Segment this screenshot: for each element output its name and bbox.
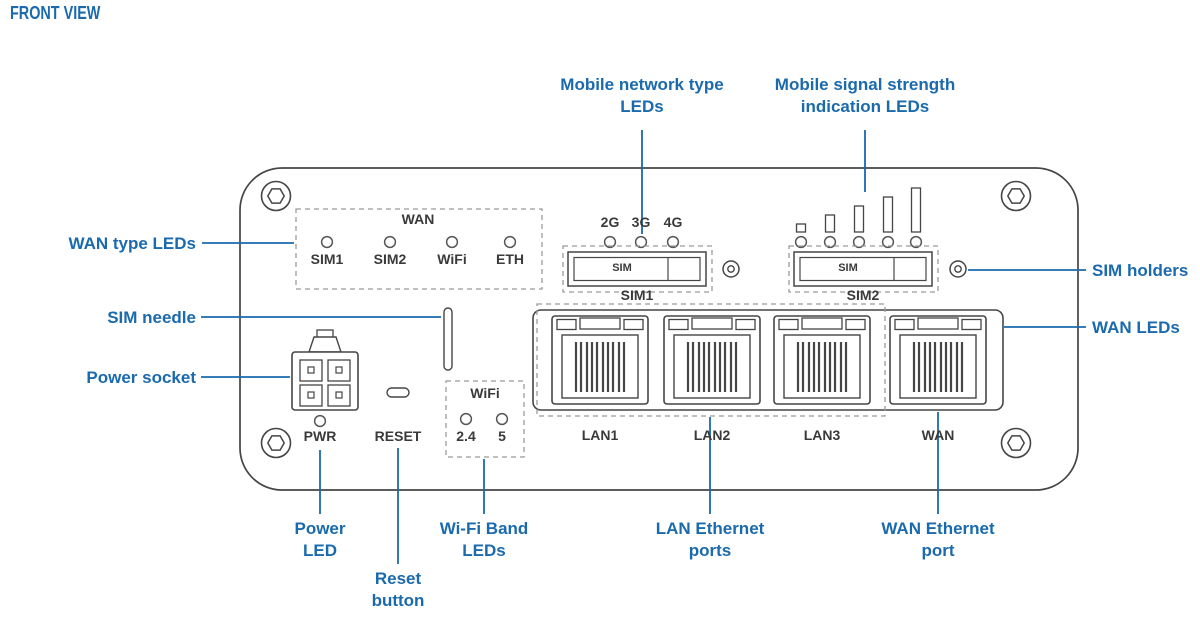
sim2-eject-hole	[949, 260, 967, 278]
port-lan2	[662, 314, 762, 406]
callout-lines	[201, 130, 1086, 564]
port-label-lan3: LAN3	[803, 427, 841, 443]
callout-wan-leds: WAN LEDs	[1092, 318, 1180, 337]
sim-needle	[443, 307, 453, 371]
port-wan	[888, 314, 988, 406]
wifi-led-group-box	[445, 380, 525, 458]
screw-icon	[1000, 427, 1032, 459]
wan-led-group-box	[295, 208, 543, 290]
sim1-caption: SIM1	[620, 287, 654, 303]
callout-reset-button: Reset button	[371, 569, 425, 611]
page-title: FRONT VIEW	[10, 3, 101, 23]
reset-button	[386, 387, 410, 398]
callout-wan-type-leds: WAN type LEDs	[68, 234, 196, 253]
callout-wan-ethernet-port: WAN Ethernet port	[881, 519, 995, 561]
lan-ports-box	[536, 303, 886, 417]
sim2-slot-text: SIM	[838, 262, 858, 274]
screw-icon	[260, 427, 292, 459]
label-2g: 2G	[600, 214, 620, 230]
sim1-box	[562, 245, 713, 293]
wifi-5-label: 5	[498, 428, 506, 444]
label-3g: 3G	[631, 214, 651, 230]
label-4g: 4G	[663, 214, 683, 230]
callout-mobile-signal-strength-leds: Mobile signal strength indication LEDs	[774, 75, 956, 117]
callout-lan-ethernet-ports: LAN Ethernet ports	[655, 519, 765, 561]
wan-eth-led	[503, 235, 517, 249]
port-label-lan1: LAN1	[581, 427, 619, 443]
wan-wifi-led	[445, 235, 459, 249]
callout-sim-holders: SIM holders	[1092, 261, 1189, 280]
sim2-caption: SIM2	[846, 287, 880, 303]
wan-led-label-sim2: SIM2	[373, 251, 407, 267]
wan-sim2-led	[383, 235, 397, 249]
wan-led-label-sim1: SIM1	[310, 251, 344, 267]
wan-sim1-led	[320, 235, 334, 249]
signal-strength-bars-icon	[795, 187, 922, 233]
power-socket	[291, 329, 359, 411]
sim1-slot-text: SIM	[612, 262, 632, 274]
callout-wifi-band-leds: Wi-Fi Band LEDs	[439, 519, 529, 561]
pwr-label: PWR	[303, 428, 337, 444]
wan-led-label-eth: ETH	[496, 251, 524, 267]
wifi-5-led	[495, 412, 509, 426]
wan-group-title: WAN	[401, 211, 435, 227]
screw-icon	[260, 180, 292, 212]
port-lan1	[550, 314, 650, 406]
reset-label: RESET	[374, 428, 422, 444]
port-lan3	[772, 314, 872, 406]
port-label-wan: WAN	[921, 427, 955, 443]
sim2-box	[788, 245, 939, 293]
wifi-24-label: 2.4	[456, 428, 476, 444]
callout-power-socket: Power socket	[86, 368, 196, 387]
screw-icon	[1000, 180, 1032, 212]
port-label-lan2: LAN2	[693, 427, 731, 443]
callout-sim-needle: SIM needle	[107, 308, 196, 327]
callout-power-led: Power LED	[294, 519, 346, 561]
sim1-eject-hole	[722, 260, 740, 278]
wan-led-label-wifi: WiFi	[437, 251, 467, 267]
power-led	[313, 414, 327, 428]
callout-mobile-network-type-leds: Mobile network type LEDs	[560, 75, 724, 117]
wifi-group-title: WiFi	[470, 385, 500, 401]
wifi-24-led	[459, 412, 473, 426]
